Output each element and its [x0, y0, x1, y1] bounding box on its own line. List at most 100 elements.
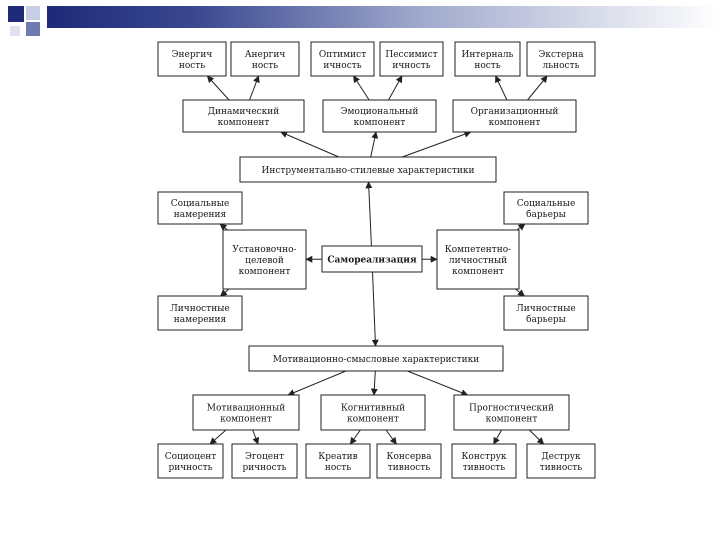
arrow-kompet-to-pers_bar	[515, 288, 525, 297]
node-label-cogn-1: компонент	[347, 415, 399, 425]
node-label-sociocent-1: ричность	[168, 463, 212, 473]
node-label-motiv_comp-1: компонент	[220, 415, 272, 425]
node-label-pessim-0: Пессимист	[385, 50, 437, 60]
node-label-constr-0: Конструк	[461, 452, 506, 462]
node-label-selfreal-0: Самореализация	[327, 256, 417, 266]
slide-header-bar	[47, 6, 720, 28]
node-label-progn-1: компонент	[486, 415, 538, 425]
node-label-dynamic-1: компонент	[218, 118, 270, 128]
node-label-progn-0: Прогностический	[469, 404, 554, 414]
node-box-social_int	[157, 191, 243, 225]
arrow-cogn-to-conserv	[385, 429, 397, 445]
node-label-intern-0: Интерналь	[462, 50, 514, 60]
node-label-optim-1: ичность	[323, 61, 361, 71]
node-label-egocent-0: Эгоцент	[245, 452, 284, 462]
node-box-progn	[453, 394, 570, 431]
node-box-cogn	[320, 394, 426, 431]
node-label-organiz-0: Организационный	[471, 107, 559, 117]
node-label-emotional-0: Эмоциональный	[341, 107, 419, 117]
node-label-social_int-0: Социальные	[171, 199, 230, 209]
node-label-organiz-1: компонент	[489, 118, 541, 128]
arrow-cogn-to-creat	[349, 429, 361, 445]
node-box-egocent	[231, 443, 298, 479]
node-motiv_char: Мотивационно-смысловые характеристики	[248, 345, 504, 372]
arrow-organiz-to-extern	[527, 75, 548, 101]
node-label-intern-1: ность	[474, 61, 500, 71]
arrow-kompet-to-social_bar	[516, 223, 526, 231]
header-square-4	[10, 26, 20, 36]
arrow-ustanov-to-social_int	[219, 223, 228, 231]
node-label-destr-0: Деструк	[541, 452, 581, 462]
arrow-progn-to-destr	[529, 429, 545, 445]
node-label-conserv-1: тивность	[388, 463, 430, 473]
node-label-motiv_comp-0: Мотивационный	[207, 404, 285, 414]
arrow-progn-to-constr	[493, 429, 503, 445]
arrow-emotional-to-optim	[353, 75, 370, 101]
header-square-1	[8, 6, 24, 22]
node-box-dynamic	[182, 99, 305, 133]
node-label-creat-1: ность	[325, 463, 351, 473]
arrow-instrumental-to-dynamic	[280, 131, 340, 158]
node-label-social_bar-1: барьеры	[526, 209, 566, 220]
node-label-pers_bar-0: Личностные	[516, 304, 575, 314]
arrow-motiv_char-to-motiv_comp	[287, 370, 347, 396]
node-box-instrumental	[239, 156, 497, 183]
node-label-social_int-1: намерения	[174, 210, 227, 220]
arrow-organiz-to-intern	[495, 75, 508, 101]
node-label-optim-0: Оптимист	[319, 50, 366, 60]
node-box-ustanov	[222, 229, 307, 290]
arrow-selfreal-to-motiv_char	[371, 271, 379, 347]
node-label-ustanov-1: целевой	[245, 256, 284, 266]
node-label-creat-0: Креатив	[318, 452, 357, 462]
node-label-pers_int-1: намерения	[174, 315, 227, 325]
node-label-instrumental-0: Инструментально-стилевые характеристики	[261, 166, 474, 176]
node-selfreal: Самореализация	[321, 245, 423, 273]
node-box-motiv_char	[248, 345, 504, 372]
nodes-layer: ЭнергичностьАнергичностьОптимистичностьП…	[157, 41, 596, 479]
node-box-organiz	[452, 99, 577, 133]
node-label-sociocent-0: Социоцент	[165, 452, 217, 462]
node-label-cogn-0: Когнитивный	[341, 404, 405, 414]
node-label-extern-1: льность	[543, 61, 580, 71]
node-box-destr	[526, 443, 596, 479]
node-box-pers_bar	[503, 295, 589, 331]
arrow-ustanov-to-pers_int	[219, 288, 230, 297]
node-box-emotional	[322, 99, 437, 133]
node-box-constr	[451, 443, 517, 479]
node-box-pessim	[379, 41, 444, 77]
node-box-conserv	[376, 443, 442, 479]
node-box-anerg	[230, 41, 300, 77]
arrow-instrumental-to-emotional	[370, 131, 379, 158]
node-label-constr-1: тивность	[463, 463, 505, 473]
node-label-destr-1: тивность	[540, 463, 582, 473]
node-label-pers_int-0: Личностные	[170, 304, 229, 314]
node-label-ustanov-2: компонент	[239, 267, 291, 277]
node-label-emotional-1: компонент	[354, 118, 406, 128]
node-label-anerg-0: Анергич	[245, 50, 286, 60]
node-box-energ	[157, 41, 227, 77]
node-label-anerg-1: ность	[252, 61, 278, 71]
node-box-social_bar	[503, 191, 589, 225]
edges-layer	[206, 75, 548, 445]
